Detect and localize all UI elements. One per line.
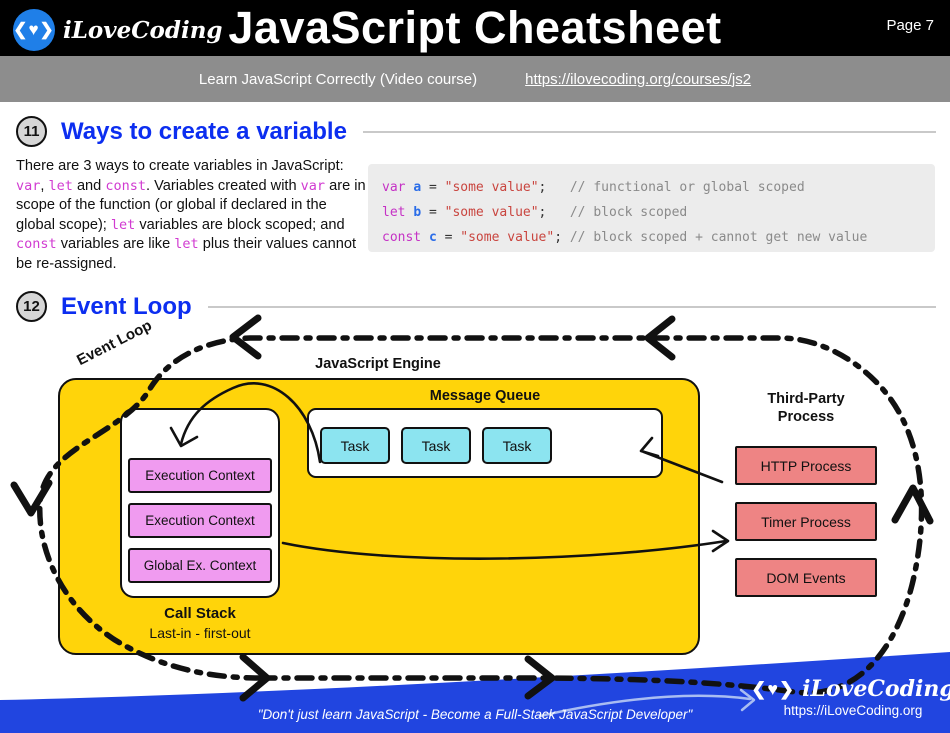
call-stack-subtitle: Last-in - first-out	[149, 625, 251, 641]
variables-paragraph: There are 3 ways to create variables in …	[16, 158, 366, 272]
section-12-rule	[207, 305, 936, 308]
javascript-engine-label: JavaScript Engine	[315, 356, 441, 372]
task-box: Task	[320, 427, 390, 464]
section-11-number-badge: 11	[16, 116, 47, 147]
section-11-header: 11 Ways to create a variable	[16, 116, 936, 147]
variables-code-block: var a = "some value"; // functional or g…	[368, 164, 935, 252]
call-stack-title: Call Stack	[164, 605, 236, 622]
timer-process-box: Timer Process	[735, 502, 877, 541]
brand-logo-text: iLoveCoding	[63, 16, 223, 44]
section-12-number-badge: 12	[16, 291, 47, 322]
page-number: Page 7	[886, 17, 934, 34]
section-12-header: 12 Event Loop	[16, 291, 936, 322]
section-11-rule	[362, 130, 936, 133]
brand-logo-icon: ❮♥❯	[13, 9, 55, 51]
code-heart-icon: ❮♥❯	[13, 20, 55, 39]
brand-logo: ❮♥❯ iLoveCoding	[13, 9, 223, 51]
dom-events-box: DOM Events	[735, 558, 877, 597]
execution-context-box: Execution Context	[128, 503, 272, 538]
subheader-bar: Learn JavaScript Correctly (Video course…	[0, 56, 950, 102]
footer-url-link[interactable]: https://iLoveCoding.org	[783, 703, 923, 718]
header-bar: ❮♥❯ iLoveCoding JavaScript Cheatsheet Pa…	[0, 0, 950, 56]
footer-logo: ❮♥❯ iLoveCoding https://iLoveCoding.org	[751, 676, 950, 718]
course-link[interactable]: https://ilovecoding.org/courses/js2	[525, 70, 752, 88]
page-title: JavaScript Cheatsheet	[228, 2, 722, 53]
task-box: Task	[482, 427, 552, 464]
footer-logo-text: iLoveCoding	[802, 676, 950, 702]
message-queue-label: Message Queue	[429, 388, 541, 404]
task-box: Task	[401, 427, 471, 464]
code-heart-icon: ❮♥❯	[751, 678, 796, 699]
course-text: Learn JavaScript Correctly (Video course…	[198, 70, 478, 88]
section-11-title: Ways to create a variable	[61, 117, 347, 145]
global-execution-context-box: Global Ex. Context	[128, 548, 272, 583]
section-12-title: Event Loop	[61, 292, 192, 320]
third-party-process-label: Third-Party Process	[767, 391, 845, 425]
http-process-box: HTTP Process	[735, 446, 877, 485]
execution-context-box: Execution Context	[128, 458, 272, 493]
